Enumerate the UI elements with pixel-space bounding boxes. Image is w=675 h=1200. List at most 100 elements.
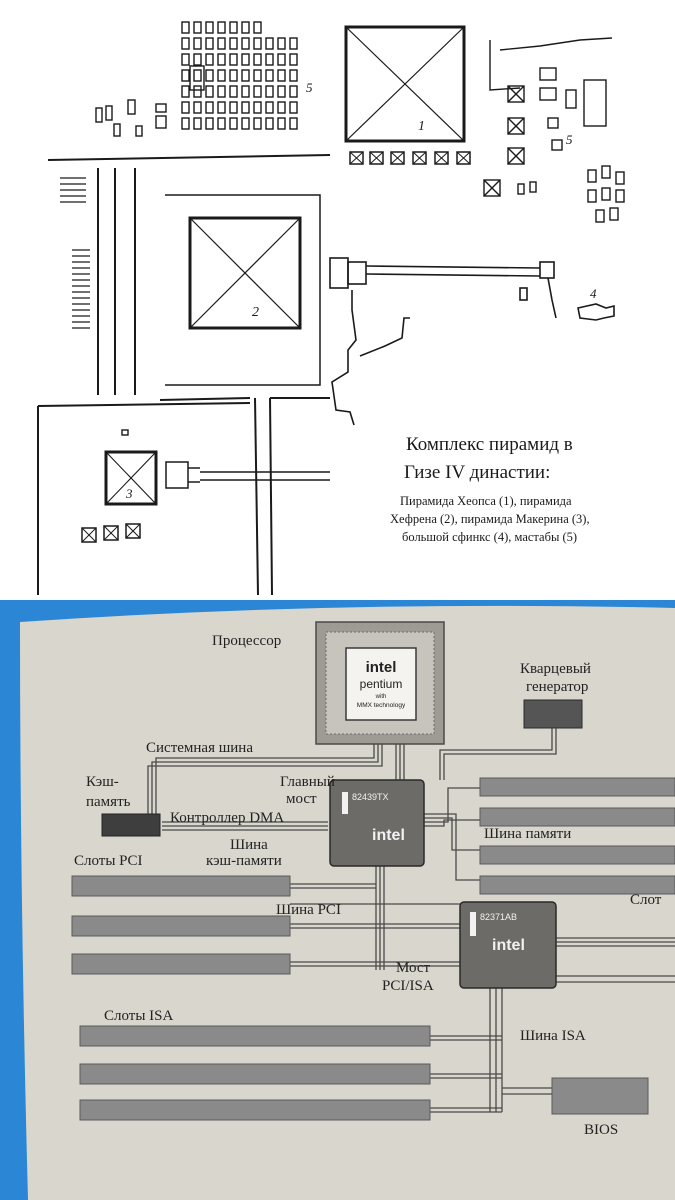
mastaba-tomb (193, 53, 202, 66)
system-bus-label: Системная шина (146, 740, 253, 756)
cache-label-line-1: Кэш- (86, 774, 119, 790)
mastaba-tomb (181, 37, 190, 50)
causeways (37, 154, 331, 596)
mastaba-tomb (193, 37, 202, 50)
mastaba-tomb (229, 37, 238, 50)
memory-bus-label: Шина памяти (484, 826, 571, 842)
hatched-ramp (60, 177, 90, 329)
mastaba-tomb (241, 101, 250, 114)
mastaba-tomb (217, 69, 226, 82)
giza-title-line-1: Комплекс пирамид в (406, 434, 573, 455)
mastaba-tomb (217, 85, 226, 98)
mastaba-tomb (217, 53, 226, 66)
giza-caption-line-2: Хефрена (2), пирамида Макерина (3), (390, 512, 590, 526)
cpu-tech-text: MMX technology (357, 702, 406, 709)
label-sphinx-4: 4 (590, 286, 597, 301)
mastaba-tomb (229, 117, 238, 130)
pyramid-khufu (344, 25, 466, 143)
mastaba-tomb (229, 69, 238, 82)
slots-cut-label: Слот (630, 892, 662, 908)
mastaba-tomb (289, 85, 298, 98)
isa-bus-label: Шина ISA (520, 1028, 586, 1044)
southbridge-model-text: 82371AB (480, 912, 517, 922)
pci-isa-bridge-label-line-2: PCI/ISA (382, 978, 434, 994)
mastaba-tomb (277, 101, 286, 114)
cpu-with-text: with (375, 694, 387, 700)
mastaba-tomb (205, 101, 214, 114)
northbridge-label-line-1: Главный (280, 774, 335, 790)
mastaba-tomb (265, 85, 274, 98)
mastaba-tomb (217, 37, 226, 50)
pci-slots-label: Слоты PCI (74, 853, 143, 869)
label-mastaba-west-5: 5 (306, 80, 313, 95)
mastaba-large (189, 65, 205, 91)
processor-label: Процессор (212, 633, 281, 649)
mastaba-tomb (217, 117, 226, 130)
mastaba-tomb (241, 69, 250, 82)
mastaba-tomb (205, 21, 214, 34)
mastaba-tomb (253, 37, 262, 50)
crystal-label-line-2: генератор (526, 679, 588, 695)
mastaba-tomb (229, 101, 238, 114)
mastaba-tomb (181, 85, 190, 98)
mastaba-tomb (289, 69, 298, 82)
mastaba-tomb (277, 85, 286, 98)
giza-caption-line-1: Пирамида Хеопса (1), пирамида (400, 494, 572, 508)
giza-title-line-2: Гизе IV династии: (404, 462, 550, 483)
mastaba-tomb (217, 21, 226, 34)
pci-isa-bridge-label-line-1: Мост (396, 960, 430, 976)
cache-memory-chip (101, 813, 161, 837)
khafre-causeway (329, 257, 557, 426)
mastaba-tomb (181, 101, 190, 114)
mastaba-tomb (205, 85, 214, 98)
great-sphinx (519, 287, 615, 321)
mastaba-tomb (241, 85, 250, 98)
mastaba-field-west (181, 21, 298, 130)
mastaba-tomb (253, 85, 262, 98)
mastaba-tomb (277, 69, 286, 82)
cache-bus-label-line-1: Шина (230, 837, 268, 853)
mastaba-tomb (241, 53, 250, 66)
mastaba-tomb (253, 53, 262, 66)
mastaba-tomb (253, 69, 262, 82)
giza-plan-panel: 1 2 3 4 5 5 Комплекс пирамид в Гизе IV д… (37, 21, 625, 596)
bus-lines (147, 728, 675, 1113)
mastaba-tomb (289, 101, 298, 114)
mastaba-tomb (265, 53, 274, 66)
cache-label-line-2: память (86, 794, 131, 810)
mastaba-tomb (229, 85, 238, 98)
mastaba-tomb (241, 37, 250, 50)
northbridge-model-text: 82439TX (352, 792, 389, 802)
northbridge-chip: 82439TX intel (329, 779, 425, 867)
mastaba-tomb (205, 53, 214, 66)
mastaba-tomb (253, 21, 262, 34)
label-pyramid-1: 1 (418, 119, 425, 134)
mastaba-tomb (193, 69, 202, 82)
isa-slots-label: Слоты ISA (104, 1008, 174, 1024)
mastaba-tomb (265, 101, 274, 114)
label-pyramid-2: 2 (252, 305, 259, 320)
mastaba-tomb (229, 53, 238, 66)
northbridge-label-line-2: мост (286, 791, 317, 807)
cpu-brand-text: intel (366, 659, 397, 676)
mastaba-tomb (181, 53, 190, 66)
southbridge-brand-text: intel (492, 937, 525, 954)
mastaba-tomb (241, 117, 250, 130)
mastaba-tomb (181, 21, 190, 34)
isa-slots (79, 1025, 431, 1121)
pci-slots (71, 875, 291, 975)
mastaba-tomb (265, 69, 274, 82)
mastabas-row-khufu (349, 151, 471, 165)
cpu-model-text: pentium (360, 677, 403, 691)
mastaba-tomb (253, 101, 262, 114)
mastaba-tomb (205, 69, 214, 82)
mastaba-tomb (277, 117, 286, 130)
crystal-oscillator-chip (523, 699, 583, 729)
mastaba-tomb (241, 21, 250, 34)
mastaba-tomb (265, 117, 274, 130)
bios-chip (551, 1077, 649, 1115)
cache-bus-label-line-2: кэш-памяти (206, 853, 282, 869)
bios-label: BIOS (584, 1122, 618, 1138)
mastaba-tomb (277, 53, 286, 66)
mastaba-tomb (205, 37, 214, 50)
